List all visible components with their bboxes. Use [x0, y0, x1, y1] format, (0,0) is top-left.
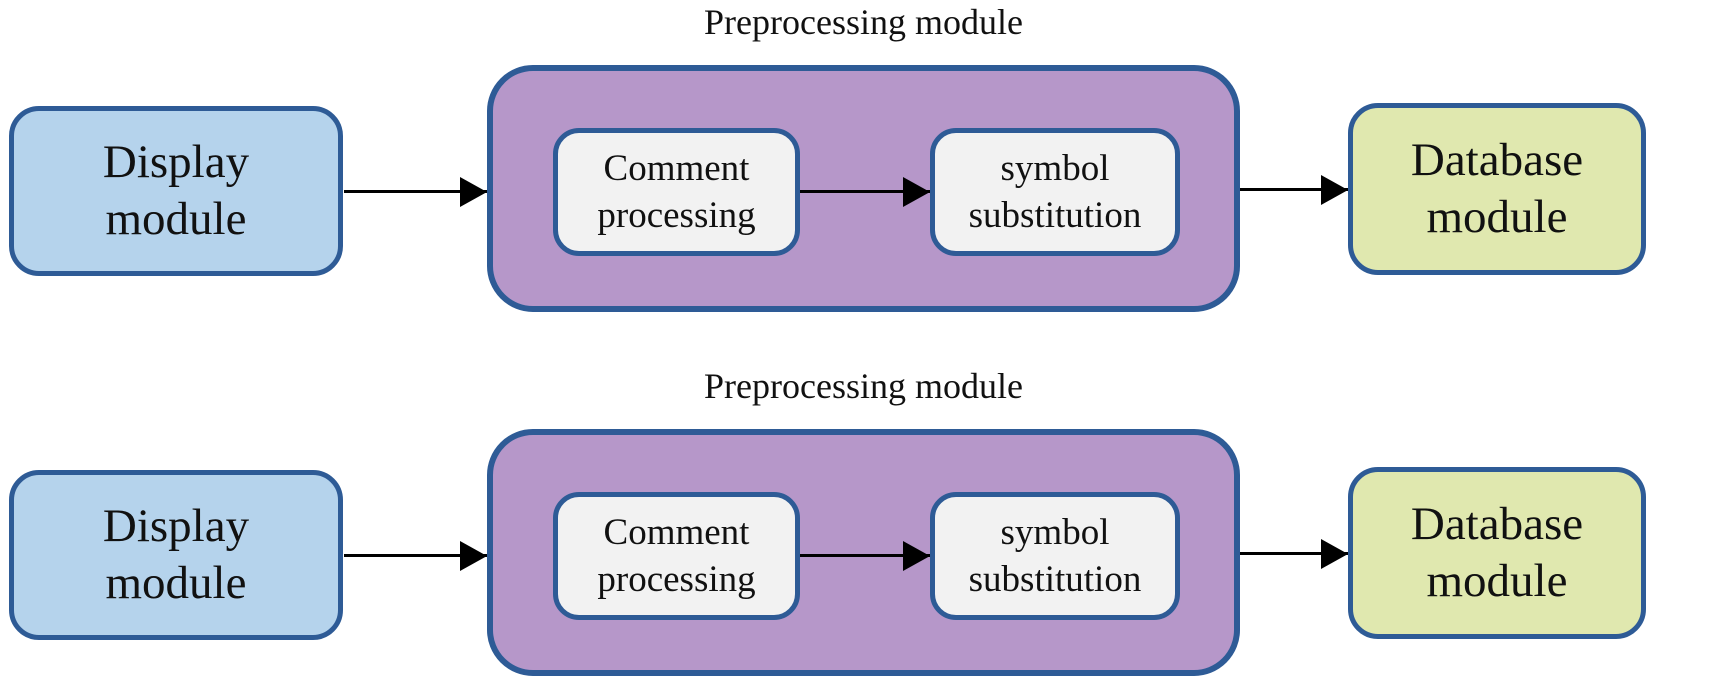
- comment-processing-label: Comment processing: [597, 512, 756, 600]
- symbol-substitution-node: symbol substitution: [930, 128, 1180, 256]
- display-module-label: Display module: [102, 500, 250, 609]
- database-module-label: Database module: [1410, 498, 1584, 607]
- flow-row-2: Preprocessing module Display module Comm…: [0, 364, 1713, 684]
- display-module-node: Display module: [9, 106, 343, 276]
- arrow-comment-to-symbol: [800, 190, 930, 193]
- arrow-display-to-preprocessing: [344, 190, 487, 193]
- preprocessing-module-container: Comment processing symbol substitution: [487, 429, 1240, 676]
- symbol-substitution-node: symbol substitution: [930, 492, 1180, 620]
- flow-row-1: Preprocessing module Display module Comm…: [0, 0, 1713, 320]
- display-module-label: Display module: [102, 136, 250, 245]
- symbol-substitution-label: symbol substitution: [968, 148, 1142, 236]
- comment-processing-label: Comment processing: [597, 148, 756, 236]
- preprocessing-module-title: Preprocessing module: [704, 366, 1023, 406]
- comment-processing-node: Comment processing: [553, 492, 800, 620]
- database-module-label: Database module: [1410, 134, 1584, 243]
- database-module-node: Database module: [1348, 103, 1646, 275]
- arrow-preprocessing-to-database: [1240, 552, 1348, 555]
- display-module-node: Display module: [9, 470, 343, 640]
- arrow-display-to-preprocessing: [344, 554, 487, 557]
- comment-processing-node: Comment processing: [553, 128, 800, 256]
- preprocessing-module-container: Comment processing symbol substitution: [487, 65, 1240, 312]
- preprocessing-module-title: Preprocessing module: [704, 2, 1023, 42]
- database-module-node: Database module: [1348, 467, 1646, 639]
- arrow-comment-to-symbol: [800, 554, 930, 557]
- symbol-substitution-label: symbol substitution: [968, 512, 1142, 600]
- arrow-preprocessing-to-database: [1240, 188, 1348, 191]
